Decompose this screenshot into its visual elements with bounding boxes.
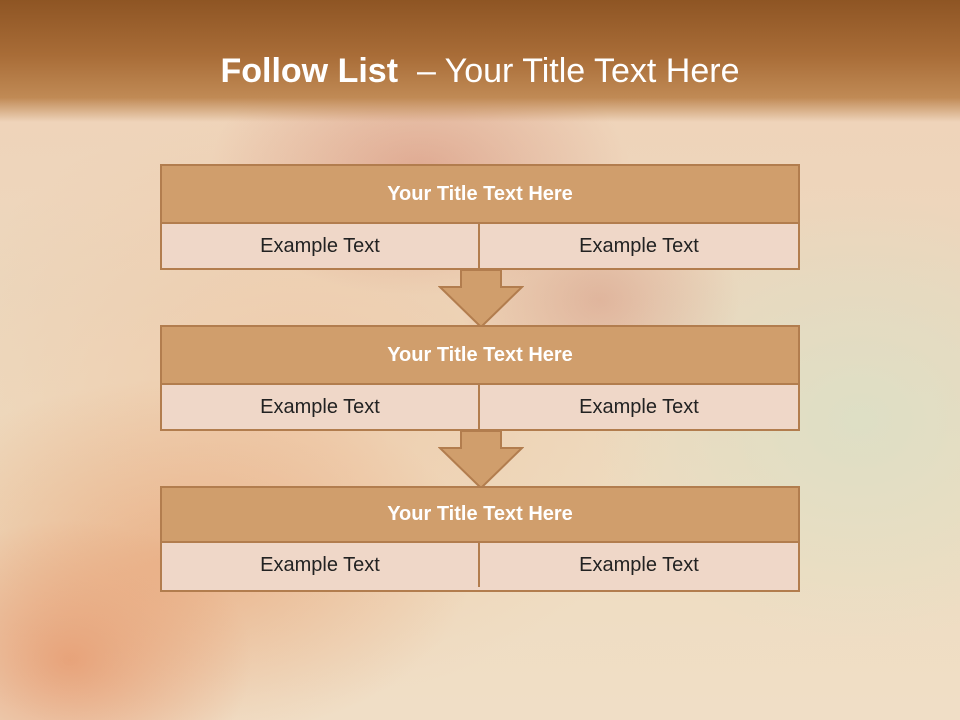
- slide-title: Follow List – Your Title Text Here: [0, 52, 960, 91]
- step-box-2: Your Title Text Here Example Text Exampl…: [160, 325, 800, 431]
- step-box-3: Your Title Text Here Example Text Exampl…: [160, 486, 800, 592]
- down-arrow-icon: [438, 270, 524, 328]
- step-title: Your Title Text Here: [162, 488, 798, 543]
- step-right-text: Example Text: [579, 234, 699, 257]
- step-right-text: Example Text: [579, 553, 699, 576]
- step-title: Your Title Text Here: [162, 166, 798, 224]
- title-bold: Follow List: [220, 52, 399, 90]
- down-arrow-icon: [438, 431, 524, 489]
- step-box-1: Your Title Text Here Example Text Exampl…: [160, 164, 800, 270]
- step-title: Your Title Text Here: [162, 327, 798, 385]
- step-left-text: Example Text: [162, 385, 480, 429]
- header-bar: [0, 0, 960, 122]
- title-rest: – Your Title Text Here: [416, 52, 740, 90]
- step-left-text: Example Text: [162, 224, 480, 268]
- step-right-text: Example Text: [579, 395, 699, 418]
- step-left-text: Example Text: [162, 543, 480, 587]
